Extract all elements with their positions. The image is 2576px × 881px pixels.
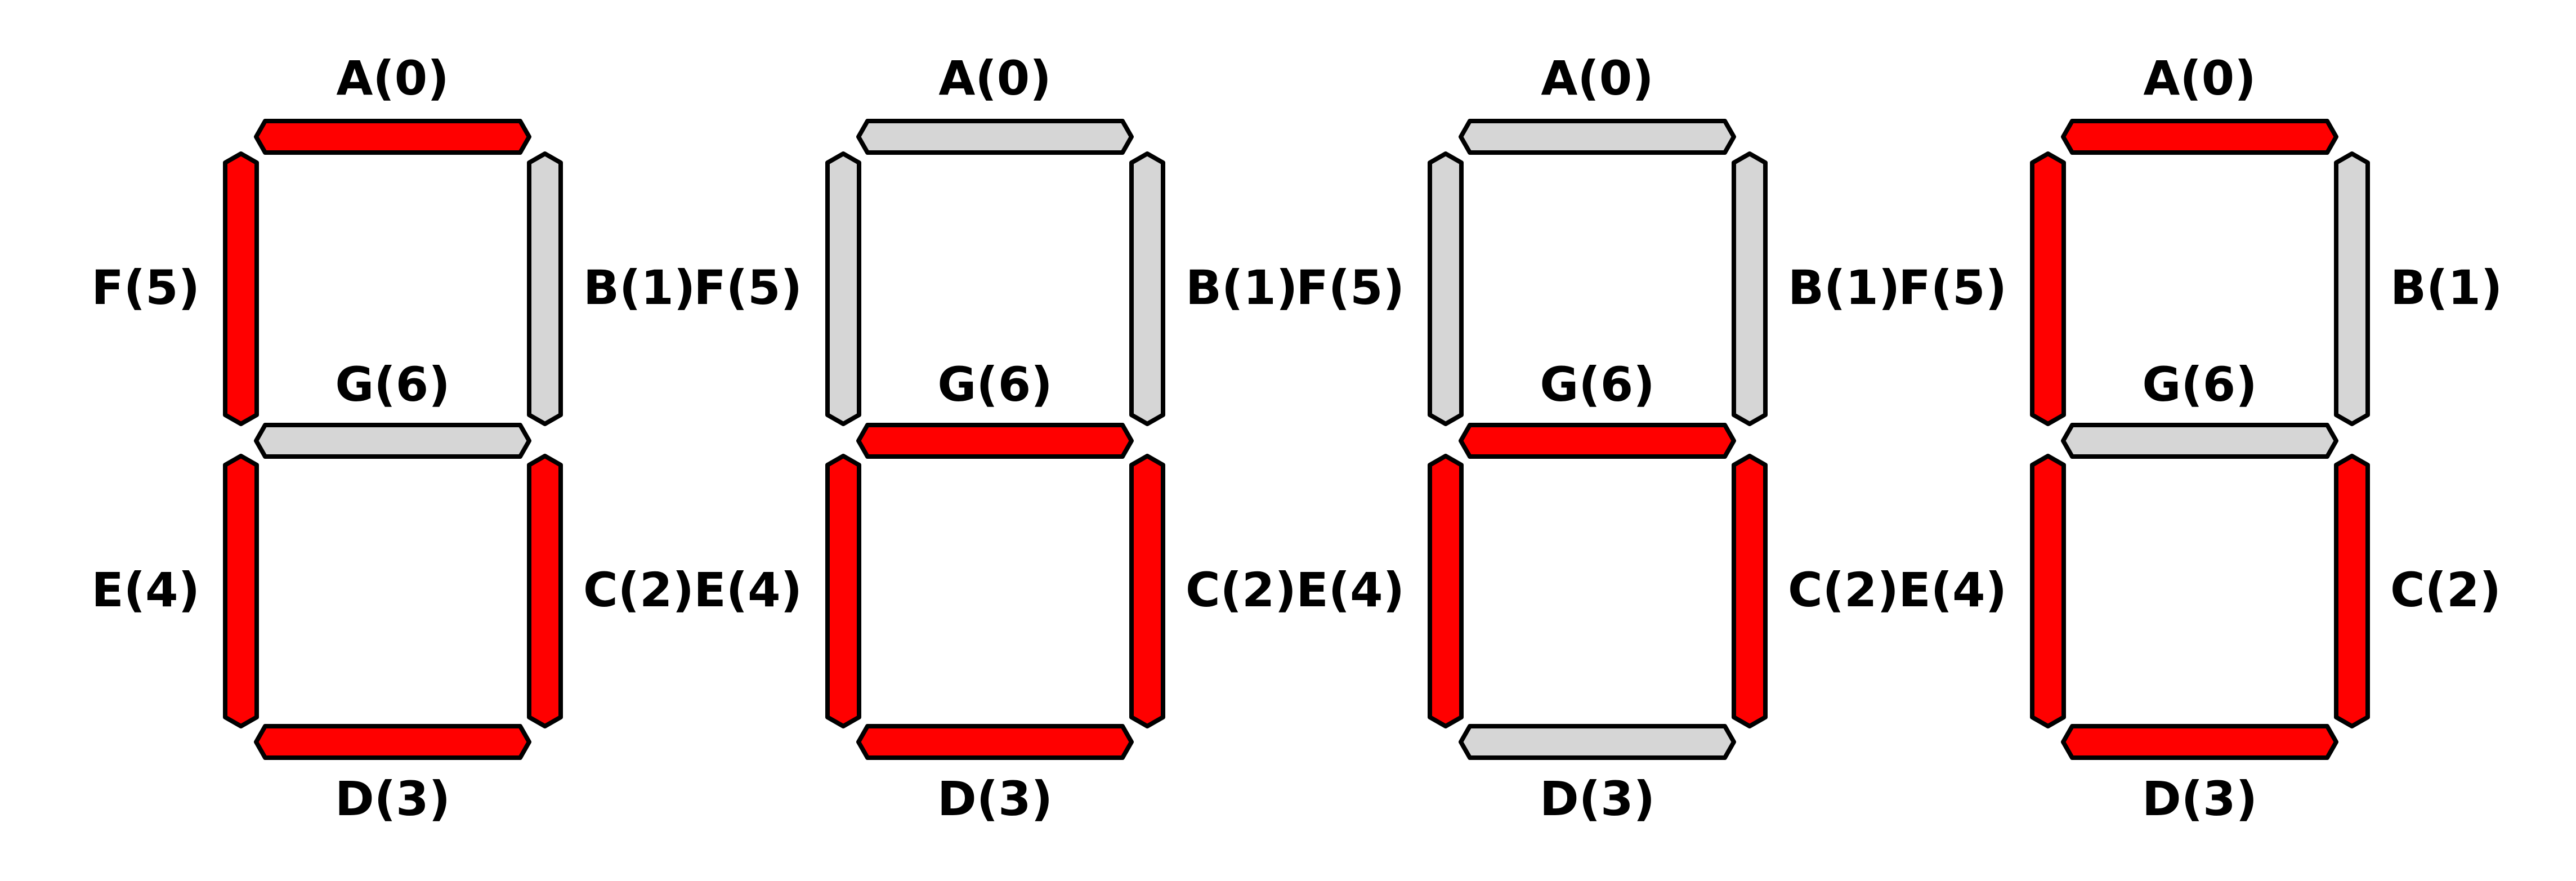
segment-label-g: G(6) — [1540, 357, 1654, 412]
segment-f-on — [2030, 151, 2066, 426]
segment-e-on — [2030, 454, 2066, 728]
segment-label-a: A(0) — [1541, 51, 1653, 106]
segment-label-c: C(2) — [2390, 562, 2501, 618]
segment-label-g: G(6) — [2142, 357, 2257, 412]
segment-label-f: F(5) — [1296, 260, 1405, 315]
segment-a-off — [1459, 119, 1736, 155]
segment-c-on — [2334, 454, 2370, 728]
segment-label-d: D(3) — [937, 771, 1053, 826]
segment-g-on — [1459, 423, 1736, 459]
segment-a-off — [856, 119, 1134, 155]
segment-c-on — [1129, 454, 1165, 728]
segment-label-e: E(4) — [694, 562, 802, 618]
segment-d-on — [2061, 724, 2338, 760]
segment-label-c: C(2) — [1788, 562, 1899, 618]
digit-4: A(0) B(1) C(2) D(3) E(4) F(5) G(6) — [1898, 51, 2502, 826]
segment-d-off — [1459, 724, 1736, 760]
segment-label-f: F(5) — [91, 260, 200, 315]
segment-d-on — [254, 724, 531, 760]
segment-e-on — [223, 454, 259, 728]
segment-e-on — [1428, 454, 1464, 728]
segment-b-off — [1732, 151, 1768, 426]
segment-label-a: A(0) — [938, 51, 1051, 106]
digit-1: A(0) B(1) C(2) D(3) E(4) F(5) G(6) — [91, 51, 695, 826]
segment-b-off — [2334, 151, 2370, 426]
segment-label-e: E(4) — [91, 562, 200, 618]
segment-label-d: D(3) — [1540, 771, 1655, 826]
segment-a-on — [254, 119, 531, 155]
segment-label-b: B(1) — [583, 260, 695, 315]
segment-c-on — [1732, 454, 1768, 728]
segment-label-d: D(3) — [335, 771, 450, 826]
segment-f-on — [223, 151, 259, 426]
segment-a-on — [2061, 119, 2338, 155]
segment-label-c: C(2) — [1186, 562, 1296, 618]
segment-label-f: F(5) — [1898, 260, 2007, 315]
segment-label-a: A(0) — [2143, 51, 2256, 106]
segment-b-off — [527, 151, 563, 426]
segment-g-on — [856, 423, 1134, 459]
segment-label-f: F(5) — [694, 260, 802, 315]
segment-label-e: E(4) — [1296, 562, 1405, 618]
segment-label-g: G(6) — [937, 357, 1052, 412]
segment-f-off — [825, 151, 861, 426]
digit-3: A(0) B(1) C(2) D(3) E(4) F(5) G(6) — [1296, 51, 1900, 826]
segment-label-b: B(1) — [1186, 260, 1298, 315]
segment-b-off — [1129, 151, 1165, 426]
segment-g-off — [2061, 423, 2338, 459]
segment-label-d: D(3) — [2142, 771, 2257, 826]
segment-label-b: B(1) — [1788, 260, 1900, 315]
segment-label-c: C(2) — [583, 562, 694, 618]
digit-2: A(0) B(1) C(2) D(3) E(4) F(5) G(6) — [694, 51, 1298, 826]
segment-f-off — [1428, 151, 1464, 426]
segment-d-on — [856, 724, 1134, 760]
segment-e-on — [825, 454, 861, 728]
segment-label-b: B(1) — [2390, 260, 2502, 315]
segment-label-e: E(4) — [1898, 562, 2007, 618]
segment-g-off — [254, 423, 531, 459]
segment-label-g: G(6) — [335, 357, 450, 412]
segment-c-on — [527, 454, 563, 728]
segment-label-a: A(0) — [336, 51, 449, 106]
